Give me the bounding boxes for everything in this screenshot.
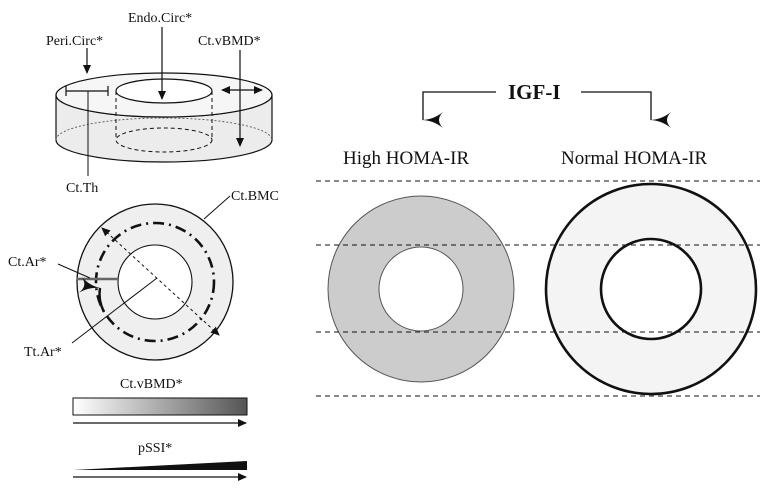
ct-ar-label: Ct.Ar* (8, 255, 47, 270)
cylinder-inner-hole (115, 78, 213, 104)
igf-title: IGF-I (508, 80, 561, 104)
cortical-cylinder (55, 27, 273, 176)
normal-homa-inner-circle (599, 237, 703, 341)
ct-vbmd-gradient-bar (72, 397, 248, 416)
cylinder-bottom-hidden-edge (55, 117, 273, 141)
high-homa-label: High HOMA-IR (343, 148, 469, 169)
rotation-arrow (78, 276, 106, 313)
high-homa-ring (327, 195, 515, 383)
endo-circ-label: Endo.Circ* (128, 11, 192, 26)
ct-vbmd-bar-label: Ct.vBMD* (120, 377, 183, 392)
ct-ar-pointer (57, 263, 91, 279)
tt-ar-pointer (71, 277, 158, 344)
peri-circ-label: Peri.Circ* (46, 34, 103, 49)
diagonal-diameter-arrow (101, 227, 220, 336)
ct-bmc-pointer (203, 195, 231, 220)
normal-homa-ring (544, 182, 758, 396)
ct-bmc-label: Ct.BMC (231, 189, 279, 204)
igf-arrow-right (581, 91, 671, 128)
ct-th-label: Ct.Th (66, 181, 98, 196)
high-homa-inner-circle (378, 246, 464, 332)
endosteal-circle (117, 244, 193, 320)
ct-vbmd-top-label: Ct.vBMD* (198, 34, 261, 49)
inner-hole-bottom (115, 127, 213, 153)
tt-ar-label: Tt.Ar* (24, 345, 62, 360)
igf-arrow-left (421, 91, 496, 128)
normal-homa-label: Normal HOMA-IR (561, 148, 708, 169)
pssi-wedge (73, 461, 247, 470)
reference-lines (316, 180, 760, 397)
cortical-cross-section (57, 195, 234, 361)
pssi-label: pSSI* (138, 441, 172, 456)
